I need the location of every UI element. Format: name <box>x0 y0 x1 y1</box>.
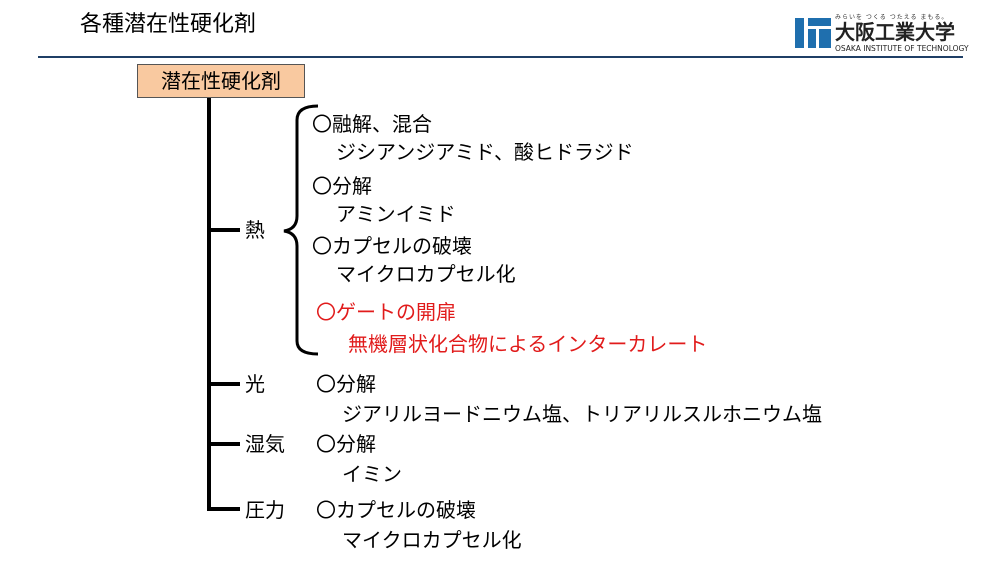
university-logo: みらいを つくる つたえる まもる。 大阪工業大学 OSAKA INSTITUT… <box>795 14 969 54</box>
heat-item-2-detail: アミンイミド <box>336 202 456 226</box>
logo-mark-icon <box>795 18 831 48</box>
pressure-head: 〇カプセルの破壊 <box>316 498 476 522</box>
logo-name-ja: 大阪工業大学 <box>835 20 955 44</box>
heat-item-4-head: 〇ゲートの開扉 <box>316 300 456 324</box>
heat-item-1-head: 〇融解、混合 <box>312 112 432 136</box>
logo-tagline: みらいを つくる つたえる まもる。 <box>835 14 949 21</box>
heat-item-3-head: 〇カプセルの破壊 <box>312 234 472 258</box>
category-light: 光 <box>245 372 265 396</box>
category-moisture: 湿気 <box>245 432 285 456</box>
category-pressure: 圧力 <box>245 498 285 522</box>
header-divider <box>38 56 963 58</box>
logo-name-en: OSAKA INSTITUTE OF TECHNOLOGY <box>835 44 969 53</box>
heat-item-2-head: 〇分解 <box>312 174 372 198</box>
pressure-detail: マイクロカプセル化 <box>342 528 522 552</box>
light-head: 〇分解 <box>316 372 376 396</box>
light-detail: ジアリルヨードニウム塩、トリアリルスルホニウム塩 <box>342 402 822 426</box>
page-title: 各種潜在性硬化剤 <box>80 12 257 37</box>
heat-brace <box>283 104 319 356</box>
moisture-detail: イミン <box>342 462 402 486</box>
heat-item-4-detail: 無機層状化合物によるインターカレート <box>348 332 708 356</box>
category-heat: 熱 <box>245 218 265 242</box>
heat-item-1-detail: ジシアンジアミド、酸ヒドラジド <box>336 140 634 164</box>
moisture-head: 〇分解 <box>316 432 376 456</box>
root-node: 潜在性硬化剤 <box>137 64 305 98</box>
heat-item-3-detail: マイクロカプセル化 <box>336 262 516 286</box>
